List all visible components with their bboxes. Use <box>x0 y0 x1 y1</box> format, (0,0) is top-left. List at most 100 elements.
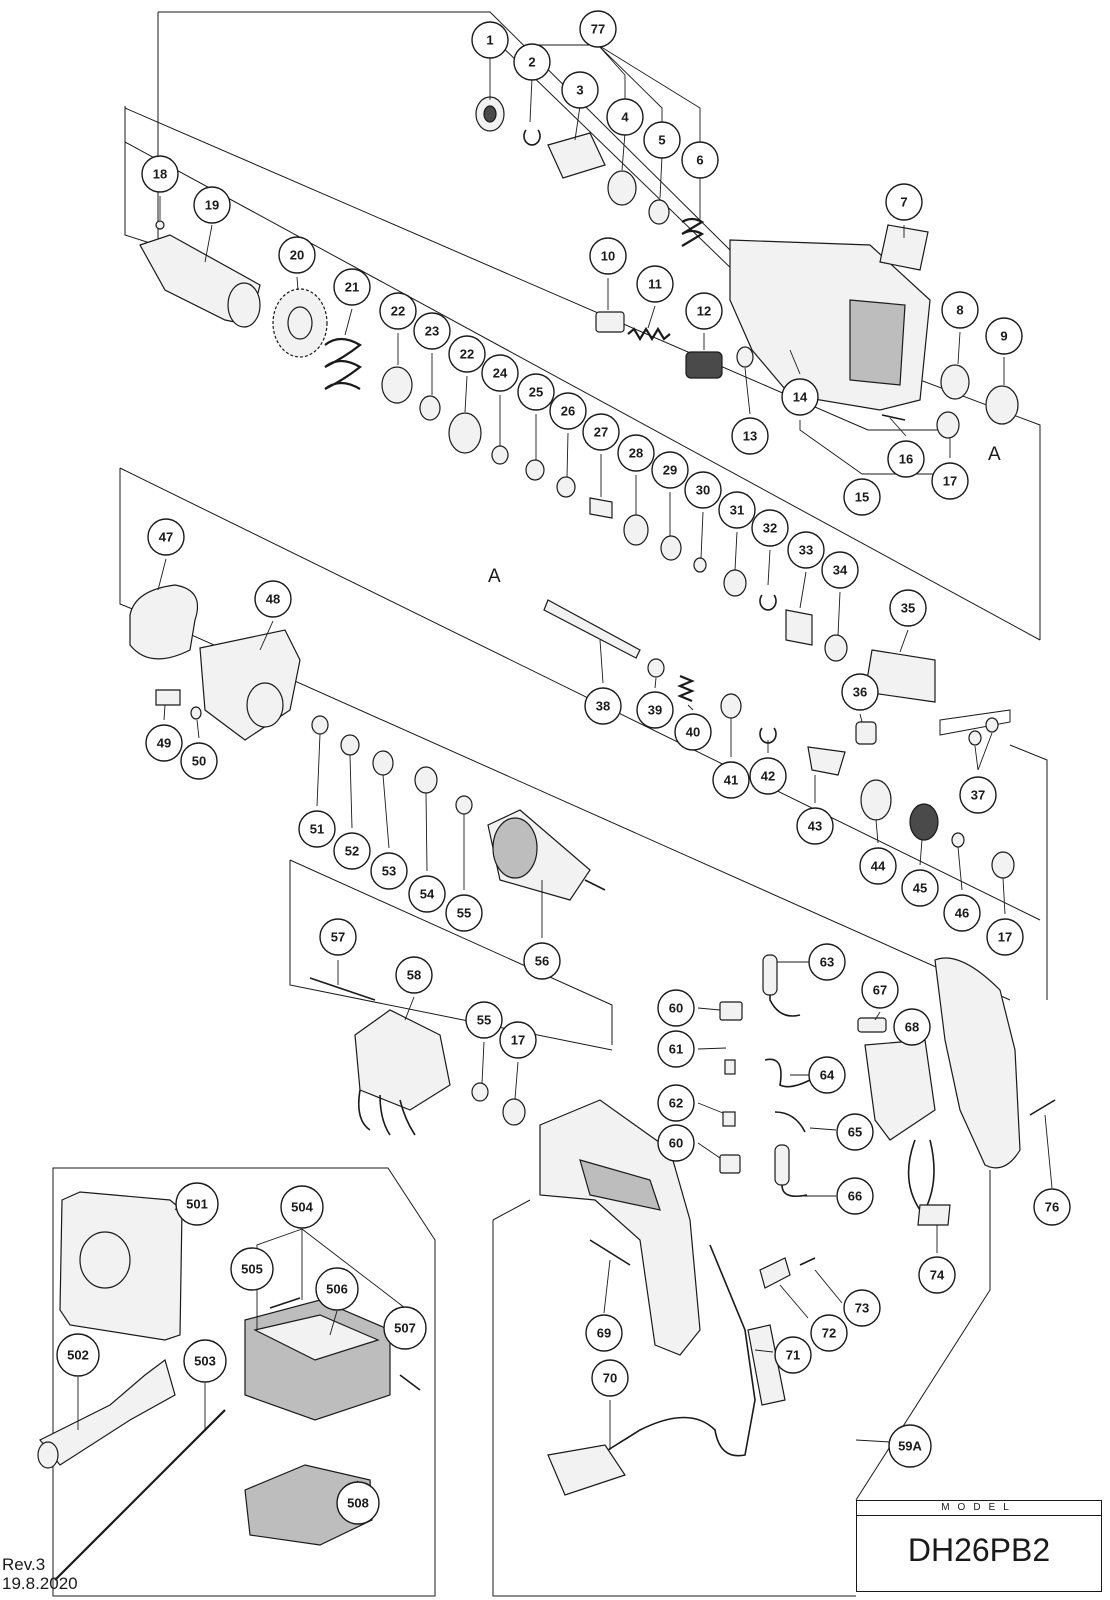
part-callout: 16 <box>887 440 925 478</box>
callout-circle <box>808 943 846 981</box>
callout-number: 28 <box>629 446 643 461</box>
callout-circle <box>408 875 446 913</box>
callout-circle <box>712 761 750 799</box>
callout-circle <box>145 724 183 762</box>
callout-circle <box>336 1481 380 1525</box>
part-callout: 14 <box>781 378 819 416</box>
callout-number: 505 <box>241 1262 263 1277</box>
callout-number: 74 <box>930 1268 945 1283</box>
part-callout: 5 <box>643 121 681 159</box>
callout-number: 72 <box>822 1326 836 1341</box>
part-callout: 72 <box>810 1314 848 1352</box>
callout-circle <box>657 1084 695 1122</box>
part-callout: 17 <box>931 462 969 500</box>
callout-circle <box>333 268 371 306</box>
part-callout: 10 <box>589 237 627 275</box>
callout-number: 22 <box>391 304 405 319</box>
callout-number: 7 <box>900 195 907 210</box>
callout-circle <box>774 1336 812 1374</box>
callout-number: 501 <box>186 1197 208 1212</box>
callout-circle <box>471 21 509 59</box>
callout-circle <box>370 852 408 890</box>
part-callout: 55 <box>465 1001 503 1039</box>
callout-circle <box>787 531 825 569</box>
callout-circle <box>141 155 179 193</box>
callout-number: 61 <box>669 1042 683 1057</box>
callout-circle <box>836 1113 874 1151</box>
callout-circle <box>319 918 357 956</box>
part-callout: 48 <box>254 580 292 618</box>
callout-circle <box>888 1424 932 1468</box>
callout-number: 52 <box>345 844 359 859</box>
callout-number: 5 <box>658 133 665 148</box>
part-callout: 52 <box>333 832 371 870</box>
callout-number: 55 <box>457 906 471 921</box>
callout-number: 35 <box>901 601 915 616</box>
callout-number: 47 <box>159 530 173 545</box>
callout-number: 64 <box>820 1068 835 1083</box>
part-callout: 19 <box>193 186 231 224</box>
callout-circle <box>395 956 433 994</box>
callout-circle <box>175 1182 219 1226</box>
callout-number: 32 <box>763 521 777 536</box>
part-callout: 67 <box>861 971 899 1009</box>
callout-circle <box>481 354 519 392</box>
callout-number: 502 <box>67 1348 89 1363</box>
callout-circle <box>254 580 292 618</box>
part-callout: 69 <box>585 1314 623 1352</box>
callout-circle <box>513 43 551 81</box>
callout-circle <box>333 832 371 870</box>
part-callout: 502 <box>56 1333 100 1377</box>
callout-number: 48 <box>266 592 280 607</box>
callout-circle <box>413 312 451 350</box>
part-callout: 22 <box>448 335 486 373</box>
callout-number: 67 <box>873 983 887 998</box>
callout-circle <box>810 1314 848 1352</box>
part-callout: 60 <box>657 1124 695 1162</box>
callout-circle <box>651 451 689 489</box>
part-callout: 50 <box>180 742 218 780</box>
part-callout: 37 <box>959 776 997 814</box>
callout-number: 62 <box>669 1096 683 1111</box>
revision-date: 19.8.2020 <box>2 1574 78 1593</box>
part-callout: 62 <box>657 1084 695 1122</box>
callout-number: 26 <box>561 404 575 419</box>
part-callout: 63 <box>808 943 846 981</box>
callout-number: 45 <box>913 881 927 896</box>
callout-number: 77 <box>591 22 605 37</box>
callout-number: 507 <box>394 1321 416 1336</box>
reference-mark-a-upper: A <box>988 444 1001 465</box>
part-callout: 6 <box>681 141 719 179</box>
callout-number: 2 <box>528 55 535 70</box>
part-callout: 13 <box>731 417 769 455</box>
callout-number: 43 <box>808 819 822 834</box>
callout-number: 11 <box>648 277 662 292</box>
part-callout: 27 <box>582 413 620 451</box>
callout-number: 29 <box>663 463 677 478</box>
callout-number: 4 <box>621 110 629 125</box>
part-callout: 61 <box>657 1030 695 1068</box>
part-callout: 34 <box>821 551 859 589</box>
callout-number: 34 <box>833 563 848 578</box>
callout-number: 13 <box>743 429 757 444</box>
callout-circle <box>636 265 674 303</box>
part-callout: 56 <box>523 942 561 980</box>
callout-number: 60 <box>669 1001 683 1016</box>
part-callout: 501 <box>175 1182 219 1226</box>
callout-circle <box>183 1339 227 1383</box>
callout-circle <box>674 713 712 751</box>
callout-circle <box>315 1267 359 1311</box>
callout-circle <box>681 141 719 179</box>
callout-circle <box>859 847 897 885</box>
callout-circle <box>808 1056 846 1094</box>
callout-number: 24 <box>493 366 508 381</box>
callout-number: 23 <box>425 324 439 339</box>
part-callout: 45 <box>901 869 939 907</box>
part-callout: 46 <box>943 894 981 932</box>
part-callout: 29 <box>651 451 689 489</box>
callout-circle <box>465 1001 503 1039</box>
callout-number: 10 <box>601 249 615 264</box>
callout-number: 16 <box>899 452 913 467</box>
callout-circle <box>643 121 681 159</box>
